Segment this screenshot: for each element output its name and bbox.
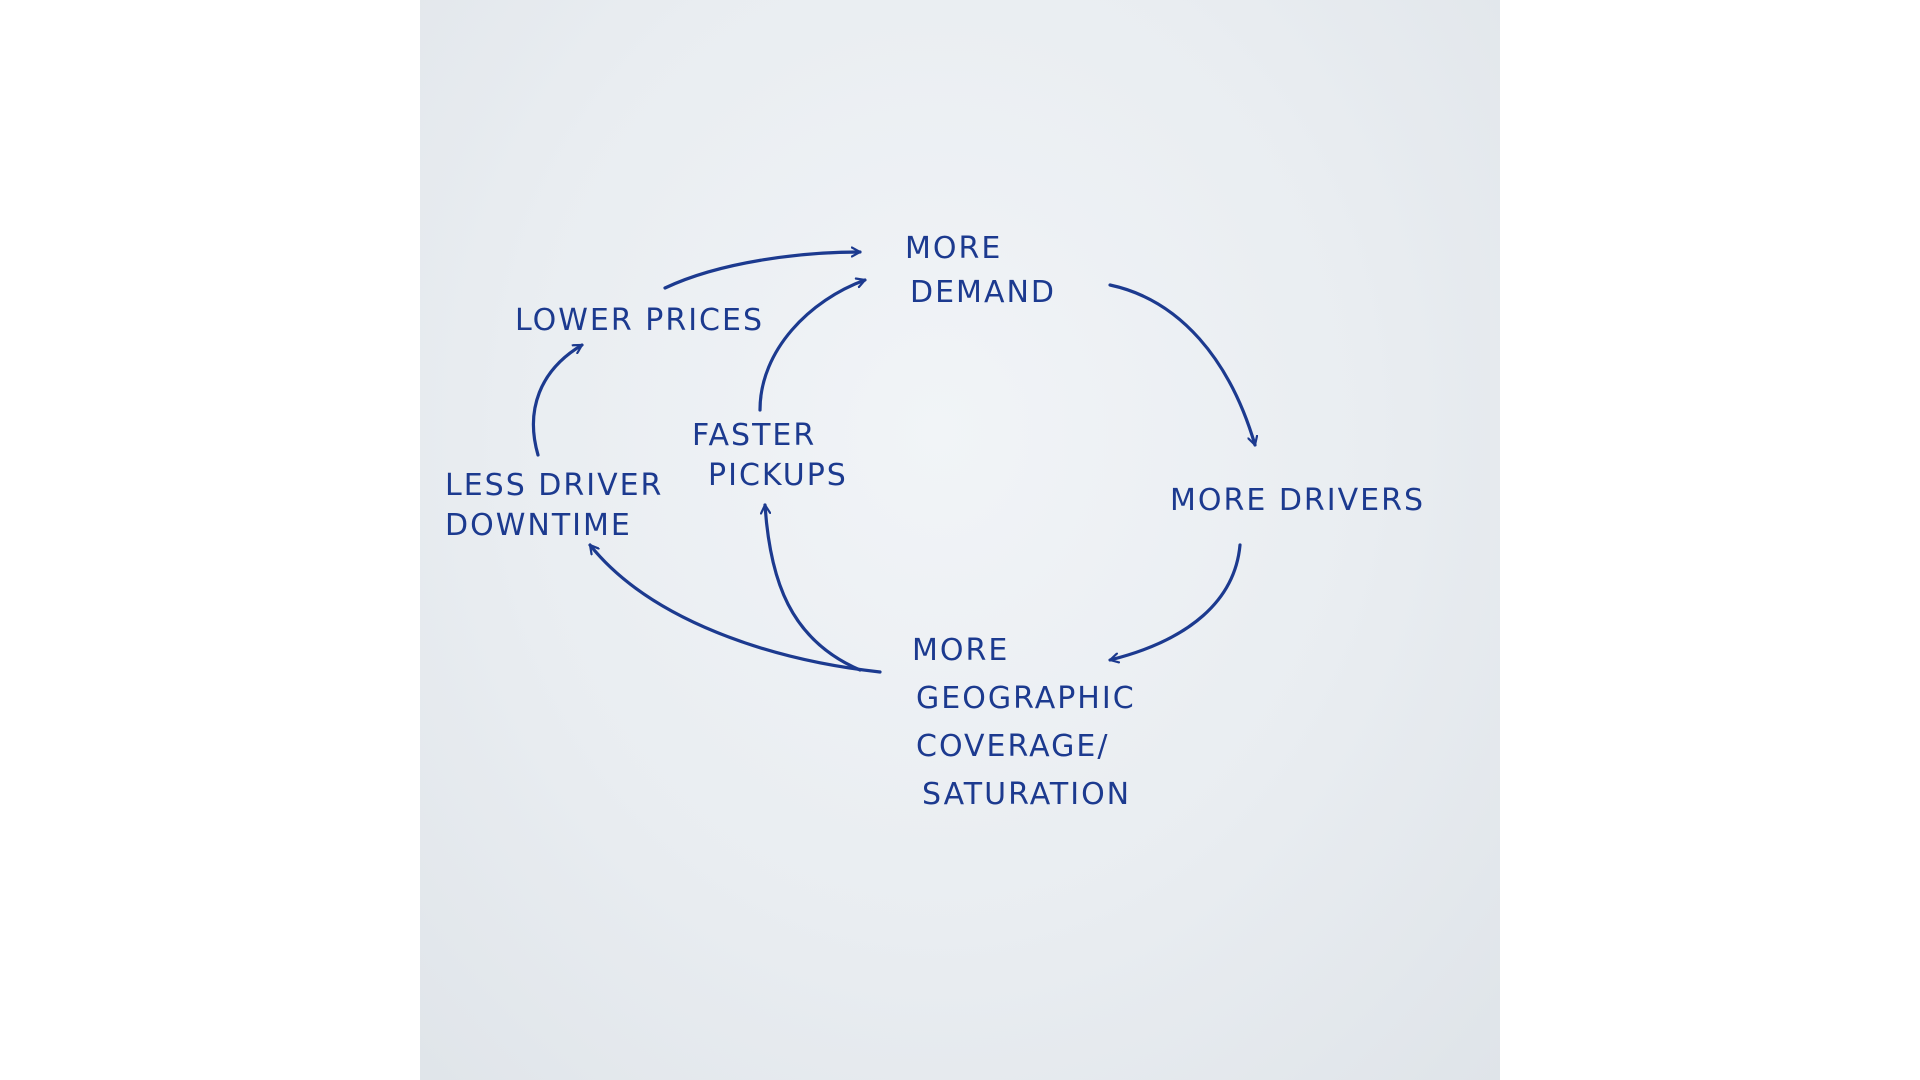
flywheel-diagram: MORE DEMAND MORE DRIVERS MORE GEOGRAPHIC…: [445, 231, 1425, 812]
nodes: MORE DEMAND MORE DRIVERS MORE GEOGRAPHIC…: [445, 231, 1425, 812]
edge-more-demand-to-more-drivers: [1108, 283, 1255, 447]
node-more-drivers-line-1: MORE DRIVERS: [1170, 483, 1425, 518]
node-faster-pickups-line-1: FASTER: [692, 418, 816, 453]
node-more-geographic-coverage-line-3: COVERAGE/: [916, 729, 1109, 764]
edge-more-geographic-coverage-to-faster-pickups: [765, 503, 862, 672]
node-more-geographic-coverage-line-2: GEOGRAPHIC: [916, 681, 1136, 716]
node-more-demand-line-1: MORE: [905, 231, 1002, 266]
edges: [531, 252, 1255, 674]
node-more-geographic-coverage-line-4: SATURATION: [922, 777, 1131, 812]
node-more-geographic-coverage-line-1: MORE: [912, 633, 1009, 668]
edge-lower-prices-to-more-demand: [663, 252, 862, 290]
edge-more-drivers-to-more-geographic-coverage: [1108, 543, 1242, 660]
node-lower-prices: LOWER PRICES: [515, 303, 764, 338]
node-less-driver-downtime: LESS DRIVER DOWNTIME: [445, 468, 675, 543]
node-faster-pickups: FASTER PICKUPS: [692, 418, 848, 493]
node-lower-prices-line-1: LOWER PRICES: [515, 303, 764, 338]
edge-faster-pickups-to-more-demand: [758, 280, 867, 412]
node-more-demand-line-2: DEMAND: [910, 275, 1056, 310]
node-faster-pickups-line-2: PICKUPS: [708, 458, 848, 493]
node-less-driver-downtime-line-2: DOWNTIME: [445, 508, 632, 543]
node-more-drivers: MORE DRIVERS: [1170, 483, 1425, 518]
node-more-demand: MORE DEMAND: [905, 231, 1056, 310]
node-less-driver-downtime-line-1: LESS DRIVER: [445, 468, 663, 503]
edge-more-geographic-coverage-to-less-driver-downtime: [588, 543, 882, 674]
paper-sheet: MORE DEMAND MORE DRIVERS MORE GEOGRAPHIC…: [420, 0, 1500, 1080]
edge-less-driver-downtime-to-lower-prices: [531, 343, 584, 457]
node-more-geographic-coverage: MORE GEOGRAPHIC COVERAGE/ SATURATION: [912, 633, 1147, 812]
